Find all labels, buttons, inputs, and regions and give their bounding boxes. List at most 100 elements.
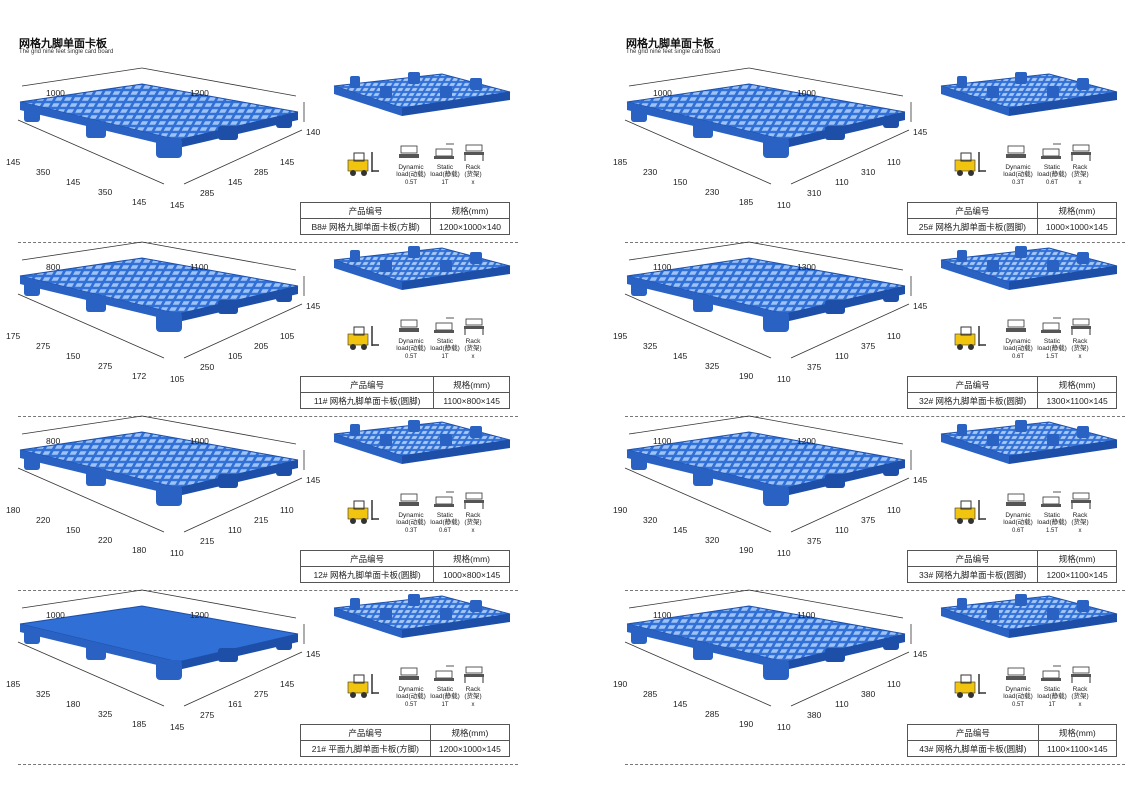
spec-table-header: 产品编号 规格(mm) <box>907 724 1118 741</box>
forklift-icon <box>954 500 986 524</box>
pallet-foot <box>825 648 845 662</box>
pallet-photo <box>333 420 511 464</box>
forklift-icon <box>954 152 986 176</box>
dim-bottom-left-3: 150 <box>673 177 688 187</box>
dim-bottom-left-5: 145 <box>132 197 147 207</box>
rack-load-value: x <box>1078 528 1082 534</box>
dim-bottom-left-4: 275 <box>98 361 113 371</box>
pallet-foot <box>825 126 845 140</box>
static-load-icon <box>434 143 454 159</box>
pallet-foot <box>86 644 106 660</box>
dim-bottom-left-3: 145 <box>673 699 688 709</box>
dim-bottom-right-4: 375 <box>861 515 876 525</box>
pallet-drawing <box>17 415 305 533</box>
pallet-foot <box>763 312 789 332</box>
section-subtitle: The grid nine feet single card board <box>626 49 721 55</box>
forklift-icon <box>347 674 379 698</box>
dim-bottom-right-1: 110 <box>777 722 791 732</box>
section-title: 网格九脚单面卡板 <box>626 38 714 50</box>
dim-bottom-right-2: 380 <box>807 710 822 720</box>
pallet-foot <box>763 660 789 680</box>
pallet-foot <box>218 648 238 662</box>
dim-bottom-left-4: 230 <box>705 187 720 197</box>
dim-bottom-right-4: 310 <box>861 167 876 177</box>
static-load-icon <box>1041 143 1061 159</box>
separator <box>625 416 1125 417</box>
dim-top-length: 1200 <box>190 88 209 98</box>
dim-bottom-right-4: 275 <box>254 689 269 699</box>
pallet-foot <box>693 644 713 660</box>
spec-table: 产品编号 规格(mm) 32# 网格九脚单面卡板(圆脚) 1300×1100×1… <box>906 376 1117 409</box>
product-card: 1100 1300 145 195 325 145 325 190 110 37… <box>607 204 1137 409</box>
static-load-value: 1T <box>441 354 449 360</box>
dim-top-length: 1300 <box>797 262 816 272</box>
dimension-line <box>141 241 297 271</box>
pallet-foot <box>156 486 182 506</box>
dim-bottom-left-2: 325 <box>643 341 658 351</box>
dim-bottom-right-4: 215 <box>254 515 269 525</box>
pallet-foot <box>156 138 182 158</box>
dim-bottom-left-3: 180 <box>66 699 81 709</box>
dim-bottom-right-4: 285 <box>254 167 269 177</box>
dimension-line <box>790 651 910 707</box>
product-spec: 1200×1100×145 <box>1037 566 1117 583</box>
dim-top-width: 1100 <box>653 610 672 620</box>
dim-bottom-right-4: 205 <box>254 341 269 351</box>
rack-load-value: x <box>1078 180 1082 186</box>
dim-bottom-right-1: 110 <box>777 200 791 210</box>
pallet-foot <box>883 116 899 128</box>
dim-bottom-right-1: 110 <box>777 374 791 384</box>
dim-bottom-left-1: 195 <box>613 331 628 341</box>
dim-bottom-left-2: 325 <box>36 689 51 699</box>
dimension-line <box>624 293 772 359</box>
dim-bottom-right-5: 110 <box>887 505 901 515</box>
spec-table: 产品编号 规格(mm) 11# 网格九脚单面卡板(圆脚) 1100×800×14… <box>299 376 510 409</box>
dim-height: 145 <box>913 649 928 659</box>
dim-top-length: 1200 <box>797 436 816 446</box>
static-load-icon <box>1041 491 1061 507</box>
spec-table: 产品编号 规格(mm) B8# 网格九脚单面卡板(方脚) 1200×1000×1… <box>299 202 510 235</box>
dim-bottom-left-5: 190 <box>739 545 754 555</box>
dimension-line <box>141 415 297 445</box>
dim-bottom-left-3: 150 <box>66 351 81 361</box>
dim-top-length: 1000 <box>190 436 209 446</box>
dim-top-width: 800 <box>46 436 61 446</box>
static-load-value: 1T <box>441 702 449 708</box>
dimension-line <box>183 303 303 359</box>
static-load-icon <box>434 491 454 507</box>
rack-load-label: Rack(货架) <box>1071 512 1089 526</box>
dimension-line <box>141 67 297 97</box>
rack-load-value: x <box>471 528 475 534</box>
dim-bottom-left-5: 172 <box>132 371 147 381</box>
pallet-deck <box>19 257 299 315</box>
dim-bottom-right-3: 110 <box>228 525 242 535</box>
dim-top-length: 1000 <box>797 88 816 98</box>
dimension-line <box>628 67 750 87</box>
dim-bottom-right-3: 161 <box>228 699 243 709</box>
spec-table-row: 25# 网格九脚单面卡板(圆脚) 1000×1000×145 <box>907 218 1118 235</box>
rack-load-label: Rack(货架) <box>464 164 482 178</box>
dim-top-width: 800 <box>46 262 61 272</box>
pallet-photo <box>333 594 511 638</box>
product-code: 12# 网格九脚单面卡板(圆脚) <box>299 566 435 583</box>
dynamic-load-value: 0.3T <box>1011 180 1024 186</box>
forklift-icon <box>347 152 379 176</box>
pallet-drawing <box>17 589 305 707</box>
dim-bottom-right-5: 110 <box>887 331 901 341</box>
product-spec: 1000×800×145 <box>433 566 510 583</box>
forklift-icon <box>347 500 379 524</box>
rack-load-icon <box>464 492 484 509</box>
pallet-foot <box>86 470 106 486</box>
forklift-icon <box>954 674 986 698</box>
rack-load-value: x <box>1078 354 1082 360</box>
spec-table-row: B8# 网格九脚单面卡板(方脚) 1200×1000×140 <box>299 218 510 235</box>
section-subtitle: The grid nine feet single card board <box>19 49 114 55</box>
pallet-deck <box>19 431 299 489</box>
dim-bottom-left-4: 285 <box>705 709 720 719</box>
dim-top-length: 1200 <box>190 610 209 620</box>
dim-bottom-left-2: 285 <box>643 689 658 699</box>
